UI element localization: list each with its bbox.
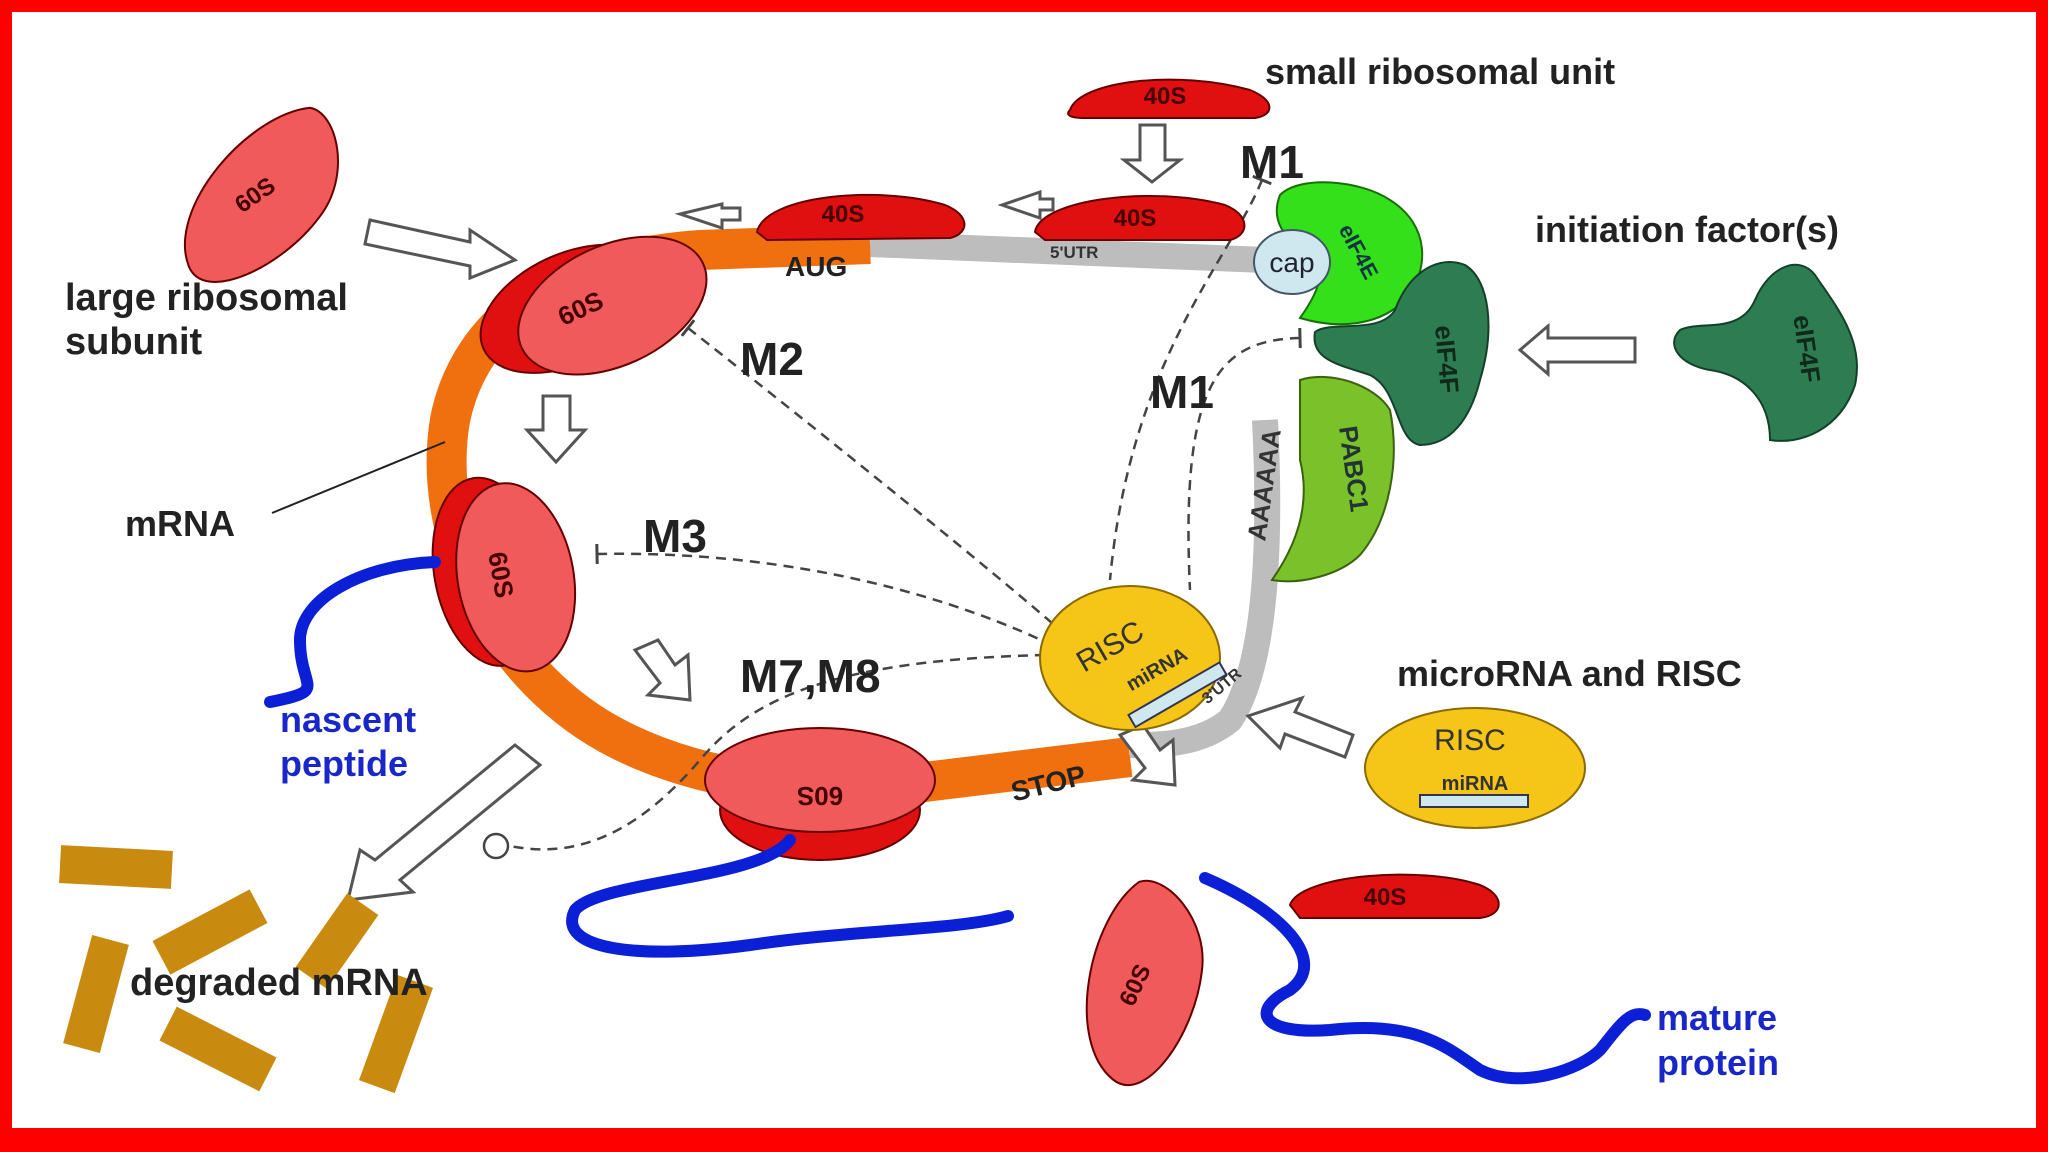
m7m8-line (509, 653, 1046, 851)
m2-label: M2 (740, 333, 804, 385)
ribosome-80s-initiation: 60S (479, 235, 708, 376)
mature-protein-chain (1199, 872, 1651, 1085)
mature-label-line2: protein (1657, 1042, 1779, 1083)
m1-top-line (1108, 174, 1272, 581)
ribosome-40s-top: 40S (1067, 78, 1271, 119)
pabc1-shape (1270, 375, 1395, 583)
risc-free: RISC miRNA (1364, 707, 1586, 829)
m1-mid-label: M1 (1150, 366, 1214, 418)
s60-c-label: 60S (797, 781, 843, 811)
mirna-bound-strand (1127, 661, 1228, 729)
aug-label: AUG (785, 251, 847, 282)
arrow-eif4f-left (1517, 322, 1637, 378)
cap-shape (1253, 229, 1331, 295)
s40-top-label: 40S (1144, 83, 1187, 110)
arrow-degradation (346, 743, 543, 902)
large-ribosomal-label-line1: large ribosomal (65, 277, 348, 319)
m3-label: M3 (643, 510, 707, 562)
nascent-label-line2: peptide (280, 743, 408, 784)
s40-bottom-label: 40S (1364, 884, 1407, 911)
degraded-mrna-label: degraded mRNA (130, 962, 428, 1004)
cap-label: cap (1269, 247, 1314, 278)
arrow-40s-left-a (997, 189, 1055, 221)
initiation-factors-label: initiation factor(s) (1535, 209, 1839, 250)
m1-top-label: M1 (1240, 136, 1304, 188)
eif4f-bound-shape (1313, 261, 1490, 447)
inhibition-lines (509, 174, 1302, 851)
ribosome-40s-released: 40S (1288, 873, 1500, 919)
decay-circle-icon (482, 832, 510, 860)
ribosome-80s-termination: 60S (704, 727, 936, 861)
m1-mid-line (1187, 327, 1302, 591)
large-ribosomal-label-line2: subunit (65, 321, 203, 363)
s40-aug-label: 40S (822, 201, 865, 228)
ribosome-40s-aug: 40S (755, 193, 966, 242)
eif4f-free: eIF4F (1673, 263, 1858, 442)
ribosome-60s-released: 60S (1085, 879, 1204, 1087)
ribosome-60s-free: 60S (183, 106, 339, 283)
ribosome-40s-scanning: 40S (1033, 195, 1246, 241)
arrow-risc-in (1245, 695, 1355, 759)
ribosome-80s-elongating: 60S (431, 476, 577, 673)
nascent-label-line1: nascent (280, 699, 416, 740)
flow-arrows (346, 123, 1637, 902)
arrow-40s-down (1119, 123, 1185, 184)
utr5-segment (869, 231, 1266, 273)
arrow-60s-in (363, 218, 519, 281)
mrna-pointer-line (271, 441, 446, 514)
s40-scanning-label: 40S (1114, 205, 1157, 232)
risc-free-label: RISC (1434, 724, 1506, 757)
arrow-40s-left-b (674, 202, 742, 231)
degraded-mrna-fragments (59, 845, 434, 1094)
mirna-free-strand (1419, 794, 1529, 808)
m7m8-label: M7,M8 (740, 650, 881, 702)
arrow-down-right-a (632, 638, 692, 702)
translating-peptide-chain (566, 834, 1014, 958)
m3-line (595, 543, 1059, 650)
mirna-free-label: miRNA (1442, 773, 1509, 795)
nascent-peptide-chain (264, 556, 441, 708)
mature-label-line1: mature (1657, 997, 1777, 1038)
m2-line (680, 319, 1061, 631)
utr5-label: 5'UTR (1050, 243, 1098, 262)
small-ribosomal-unit-label: small ribosomal unit (1265, 51, 1615, 92)
arrow-down-ribosome (523, 394, 589, 465)
microrna-risc-label: microRNA and RISC (1397, 653, 1742, 694)
eif4f-bound-label: eIF4F (1429, 324, 1465, 394)
mrna-label: mRNA (125, 503, 235, 544)
